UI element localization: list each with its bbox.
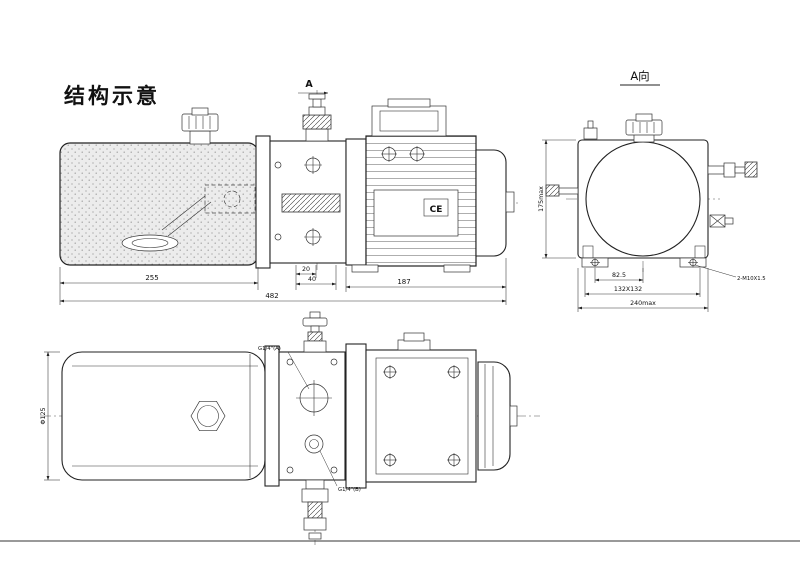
motor-side: CE <box>345 98 515 273</box>
thread-note: 2-M10X1.5 <box>737 276 766 282</box>
rear-boss <box>505 191 515 213</box>
tank-side <box>59 107 259 266</box>
mounting-feet-end <box>581 257 707 268</box>
dim-height: 175max <box>538 186 545 212</box>
rear-boss-top <box>509 405 518 427</box>
suction-strainer <box>121 234 179 252</box>
top-view: G1/4"(A) G1/4"(B) Φ125 <box>40 311 540 545</box>
pump-block-side <box>255 135 347 269</box>
manifold-block-top <box>278 351 346 481</box>
dim-motor-length: 187 <box>397 278 410 286</box>
motor-nameplate <box>373 189 459 237</box>
suction-filter-internal <box>121 184 256 252</box>
outlet-fitting-end <box>709 214 734 228</box>
port-b-label: G1/4"(B) <box>338 487 361 493</box>
valve-stack-top-side <box>302 93 332 142</box>
mounting-plate-side <box>255 135 271 269</box>
motor-top <box>345 332 518 489</box>
motor-body-top <box>365 349 477 483</box>
side-view: A <box>59 79 518 305</box>
page-title: 结构示意 <box>64 84 160 108</box>
section-arrow-label: A <box>305 79 313 90</box>
hex-plug-top <box>190 400 226 432</box>
mounting-plate-top <box>264 345 280 487</box>
motor-foot-rear <box>443 264 471 273</box>
dim-20: 20 <box>302 266 310 273</box>
dimensions-side: 255 20 40 187 482 <box>59 258 507 305</box>
fan-cover-top <box>477 361 511 471</box>
ce-mark: CE <box>430 205 443 215</box>
relief-valve-top <box>302 311 328 353</box>
lower-valve-top <box>301 479 329 540</box>
fan-cover-side <box>475 149 507 257</box>
shaft-stub-end <box>707 161 758 178</box>
dimensions-end: 175max 82.5 132X132 240max 2-M10X1.5 <box>538 139 766 312</box>
end-view: A向 <box>538 69 766 312</box>
section-arrow-a: A <box>298 79 329 95</box>
ce-mark-box <box>423 198 449 217</box>
breather-end <box>583 120 598 140</box>
end-view-label: A向 <box>630 69 649 83</box>
dim-825: 82.5 <box>612 272 626 279</box>
tank-end-circle <box>585 141 701 257</box>
release-knob-end <box>545 184 579 197</box>
pump-block-top <box>264 345 346 487</box>
dimensions-top: Φ125 <box>40 351 60 481</box>
terminal-box-top <box>397 339 431 351</box>
dim-width: 240max <box>630 300 656 307</box>
port-a-label: G1/4"(A) <box>258 346 281 352</box>
motor-flange-side <box>345 138 367 266</box>
filler-cap-end <box>625 113 663 143</box>
terminal-box-side <box>371 98 447 137</box>
motor-foot-front <box>351 264 379 273</box>
dim-tank-length: 255 <box>145 274 158 282</box>
dim-bolt-pattern: 132X132 <box>614 286 642 293</box>
tank-top <box>61 351 266 481</box>
port-b-circle <box>304 434 324 454</box>
motor-flange-top <box>345 343 367 489</box>
dim-diameter: Φ125 <box>40 408 47 425</box>
tank-top-outline <box>61 351 266 481</box>
filler-cap-side <box>181 107 219 145</box>
dim-40: 40 <box>308 276 316 283</box>
dim-overall-length: 482 <box>265 292 278 300</box>
shaft-section-hatch <box>281 193 341 213</box>
